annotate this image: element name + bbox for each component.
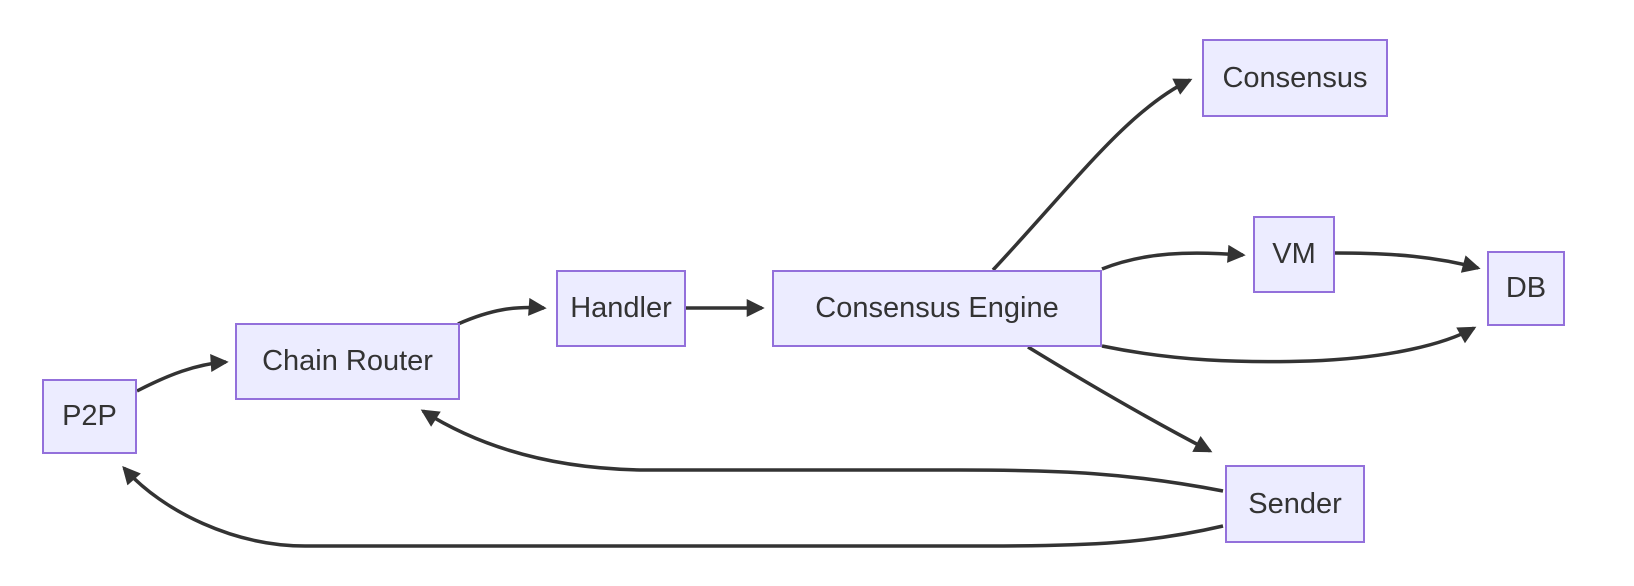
node-handler-label: Handler [570,292,672,324]
node-p2p-label: P2P [62,400,117,432]
node-chain-router-label: Chain Router [262,345,433,377]
node-consensus-engine: Consensus Engine [772,270,1102,347]
node-db: DB [1487,251,1565,326]
edge-vm-to-db [1334,251,1481,273]
edge-sender-to-chain-router [420,409,1224,493]
node-vm-label: VM [1272,238,1316,270]
node-consensus: Consensus [1202,39,1388,117]
node-p2p: P2P [42,379,137,454]
node-db-label: DB [1505,272,1547,304]
edge-consensus-engine-to-vm [1101,244,1246,271]
edge-sender-to-p2p [122,465,1224,548]
edge-consensus-engine-to-consensus [991,78,1193,272]
node-sender-label: Sender [1248,487,1342,520]
node-vm: VM [1253,216,1335,293]
node-sender: Sender [1225,465,1365,543]
node-handler: Handler [556,270,686,347]
node-chain-router: Chain Router [235,323,460,400]
edge-p2p-to-chain-router [136,354,229,393]
edge-consensus-engine-to-db [1101,326,1477,364]
edge-chain-router-to-handler [457,297,547,326]
node-consensus-engine-label: Consensus Engine [815,292,1059,324]
edge-consensus-engine-to-sender [1027,345,1213,453]
node-consensus-label: Consensus [1222,61,1368,94]
